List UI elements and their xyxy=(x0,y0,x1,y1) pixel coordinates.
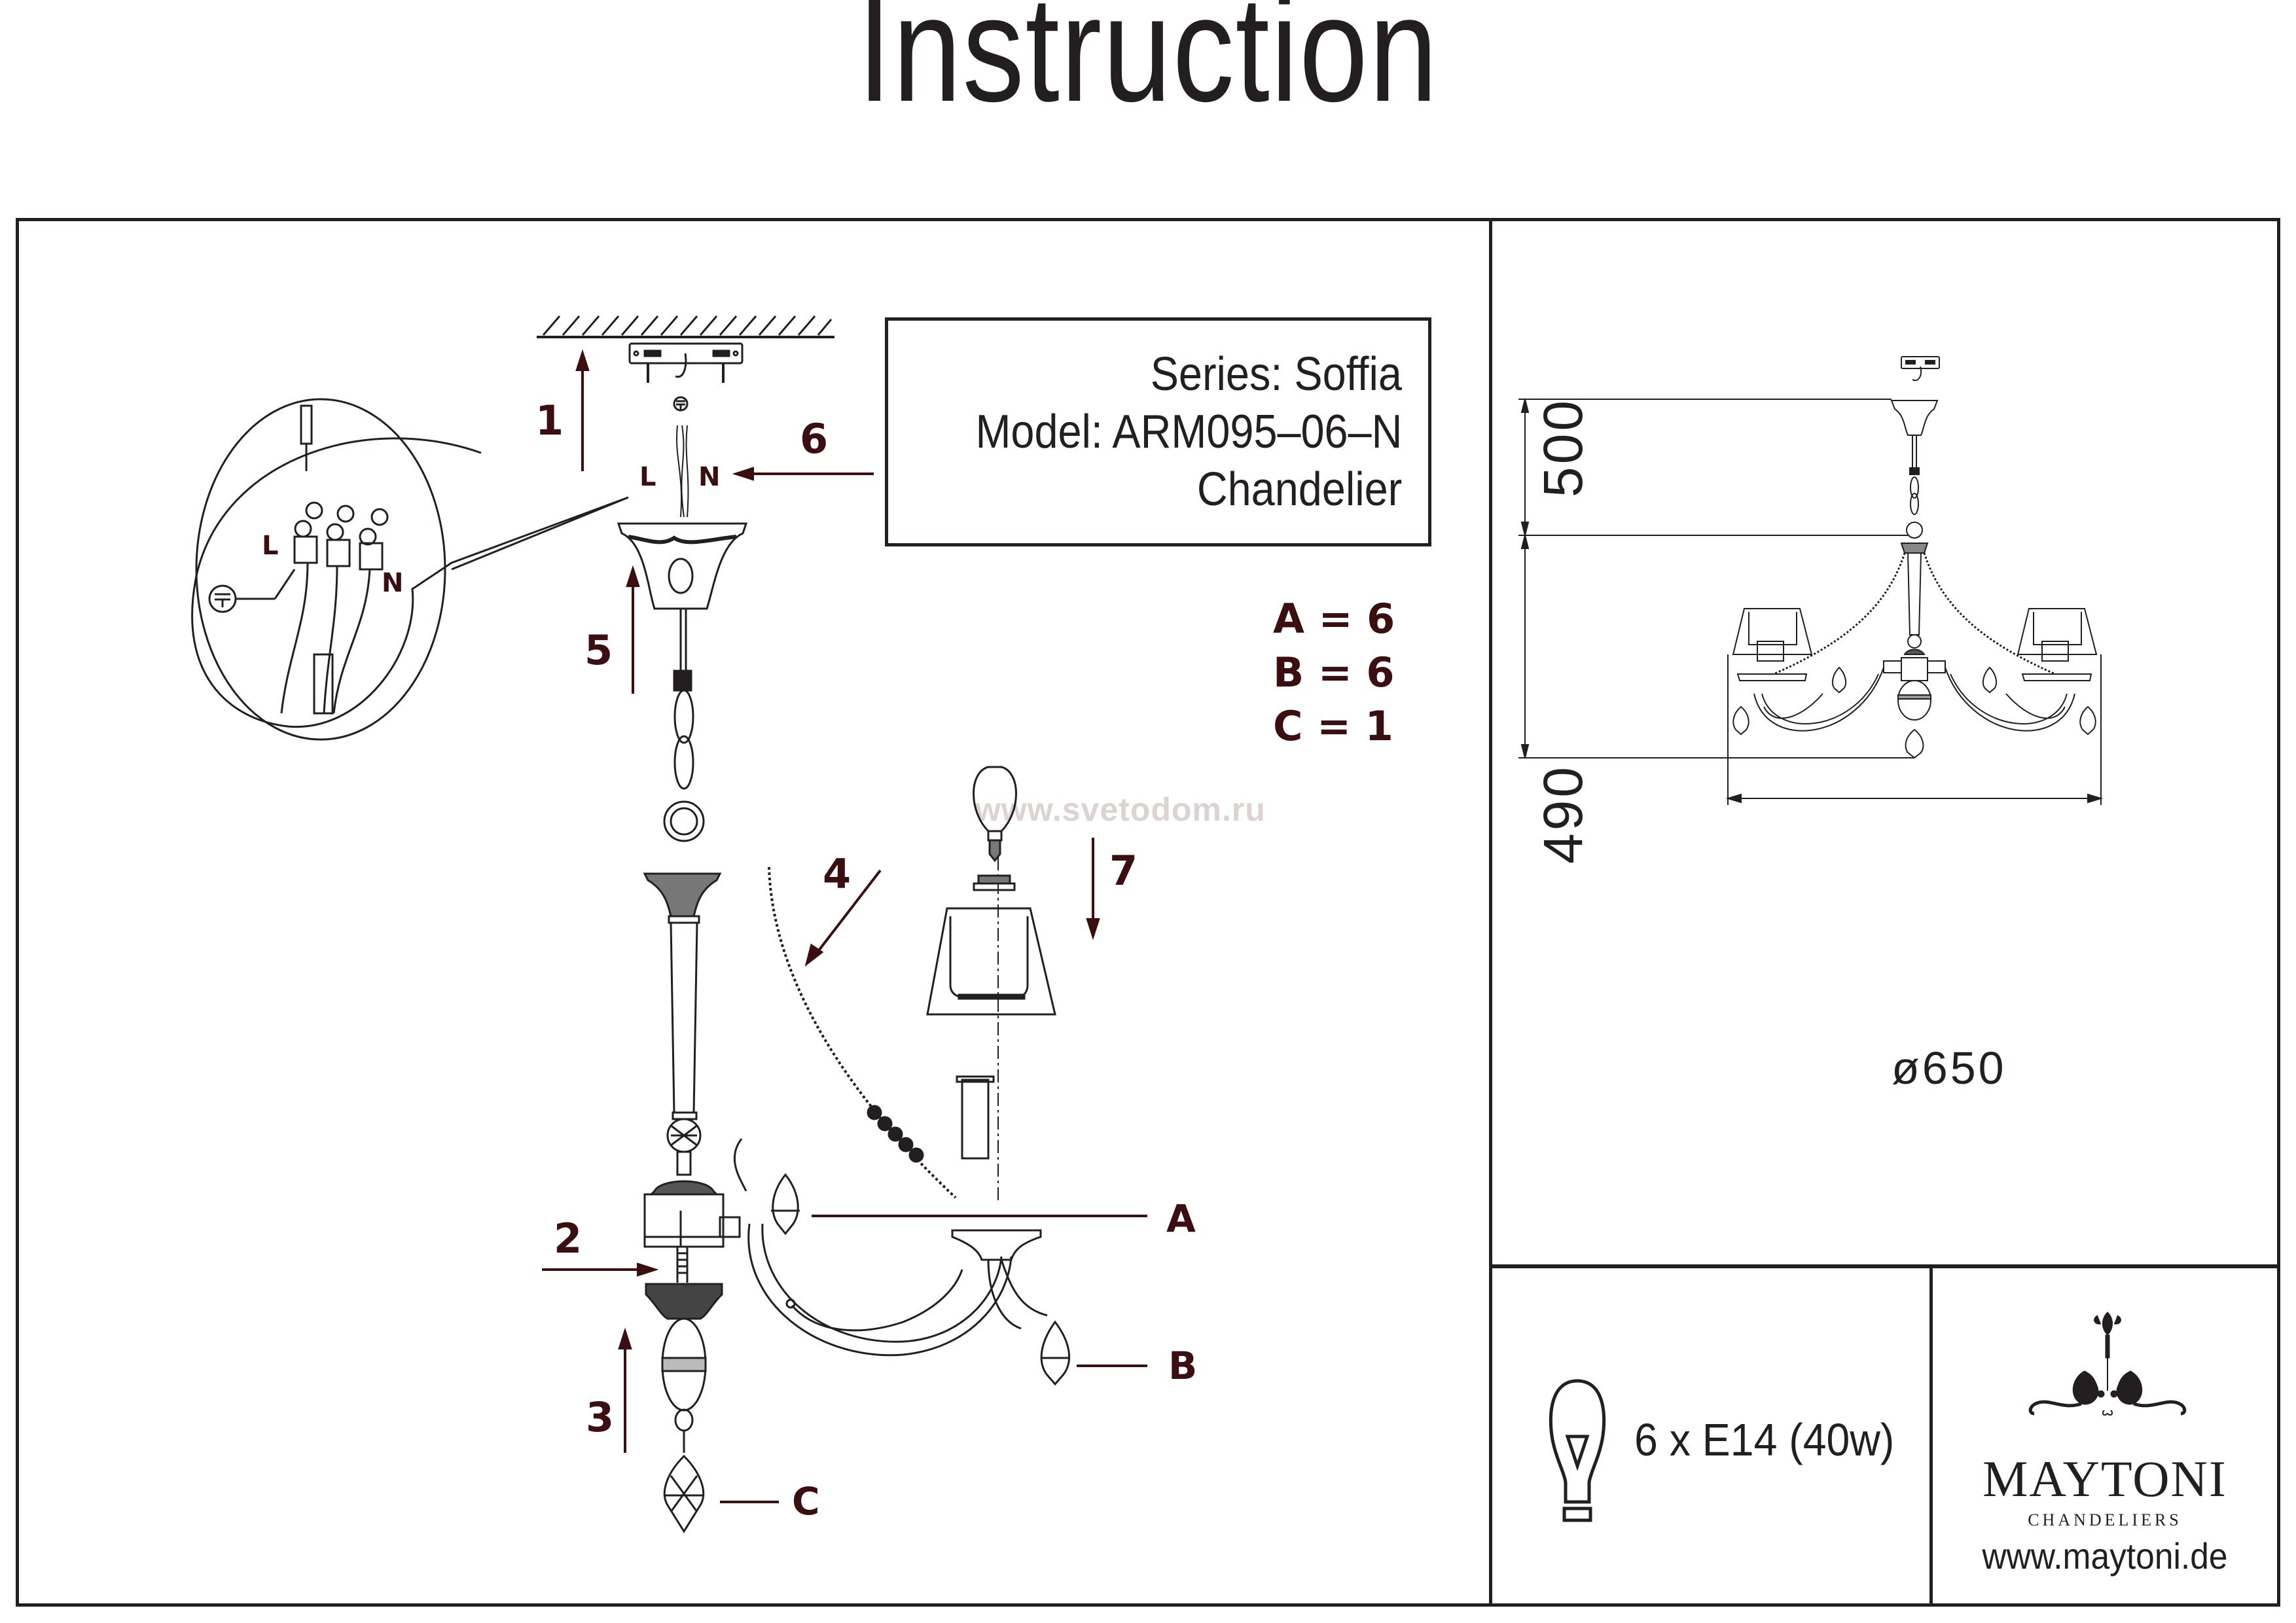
brand-name: MAYTONI xyxy=(1982,1450,2227,1507)
light-bulb-icon xyxy=(1549,1379,1606,1522)
glass-ball-icon xyxy=(661,1317,707,1412)
step-5-arrow xyxy=(626,565,640,694)
main-divider xyxy=(1489,218,1492,1607)
brand-url[interactable]: www.maytoni.de xyxy=(1982,1535,2228,1577)
crystal-b-icon xyxy=(1040,1320,1071,1386)
crystal-c-icon xyxy=(663,1454,705,1533)
brand-subtitle: CHANDELIERS xyxy=(2028,1510,2182,1529)
threaded-rod-icon xyxy=(676,1247,689,1283)
step-label-1: 1 xyxy=(535,397,564,444)
mounting-bracket-icon xyxy=(628,342,744,383)
step-label-2: 2 xyxy=(554,1215,583,1262)
screwdriver-icon xyxy=(300,404,313,471)
socket-icon xyxy=(951,1075,1042,1261)
parts-count-b: B = 6 xyxy=(1273,649,1395,696)
step-label-7: 7 xyxy=(1109,847,1138,895)
step-6-arrow xyxy=(732,467,874,481)
step-label-3: 3 xyxy=(586,1393,615,1441)
step-4-arrow xyxy=(804,869,882,967)
ground-symbol-icon xyxy=(673,396,689,412)
dimension-drawing xyxy=(1518,356,2104,805)
dim-body-height: 490 xyxy=(1532,764,1594,864)
canopy-icon xyxy=(617,522,748,610)
ground-symbol-callout-icon xyxy=(208,569,296,613)
step-3-arrow xyxy=(618,1327,632,1453)
lamp-spec: 6 x E14 (40w) xyxy=(1634,1414,1895,1465)
chain-icon xyxy=(663,689,705,842)
dim-lines xyxy=(1518,399,2104,805)
callout-label-neutral: N xyxy=(382,568,404,598)
dim-diameter: ø650 xyxy=(1892,1043,2007,1094)
arm-icon xyxy=(733,1138,1013,1357)
assembly-diagram xyxy=(191,315,1147,1533)
crystal-knob-icon xyxy=(666,1118,702,1153)
chandelier-ornament-icon xyxy=(2028,1311,2187,1416)
ceiling-icon xyxy=(537,315,834,338)
wire-label-neutral: N xyxy=(698,462,721,492)
dim-chain-length: 500 xyxy=(1532,397,1594,497)
hub-icon xyxy=(643,1180,741,1248)
parts-count-c: C = 1 xyxy=(1273,702,1393,750)
step-label-5: 5 xyxy=(584,626,613,674)
step-label-6: 6 xyxy=(800,415,829,463)
product-info-box: Series: Soffia Model: ARM095–06–N Chande… xyxy=(885,317,1431,546)
parts-count-list: A = 6 B = 6 C = 1 xyxy=(1273,592,1395,753)
series-label: Series: Soffia xyxy=(1150,348,1402,401)
bottom-right-divider xyxy=(1929,1264,1933,1607)
lamp-shade-icon xyxy=(926,907,1056,1016)
dim-shade-left-icon xyxy=(1732,608,1813,681)
crown-icon xyxy=(643,872,722,924)
bead-chain-icon xyxy=(768,866,957,1199)
bulb-icon xyxy=(973,766,1017,863)
crystal-a-icon xyxy=(771,1173,800,1236)
part-label-b: B xyxy=(1168,1344,1198,1388)
dim-bracket-icon xyxy=(1901,356,1940,382)
terminal-block-icon xyxy=(280,501,389,715)
product-type-label: Chandelier xyxy=(1196,463,1402,516)
model-label: Model: ARM095–06–N xyxy=(975,406,1402,458)
step-1-arrow xyxy=(575,349,590,471)
instruction-frame xyxy=(16,218,2280,1607)
step-label-4: 4 xyxy=(823,850,852,898)
dim-shade-right-icon xyxy=(2017,608,2098,681)
right-panel-divider xyxy=(1489,1264,2280,1268)
parts-count-a: A = 6 xyxy=(1273,595,1395,643)
step-2-arrow xyxy=(542,1262,659,1277)
part-label-c: C xyxy=(792,1479,820,1524)
wire-label-live: L xyxy=(639,462,656,492)
callout-label-live: L xyxy=(262,531,279,561)
watermark: www.svetodom.ru xyxy=(975,791,1266,828)
part-label-a: A xyxy=(1166,1196,1196,1241)
step-7-arrow xyxy=(1086,838,1100,940)
wiring-detail-callout xyxy=(191,398,629,741)
page-title: Instruction xyxy=(857,0,1439,133)
